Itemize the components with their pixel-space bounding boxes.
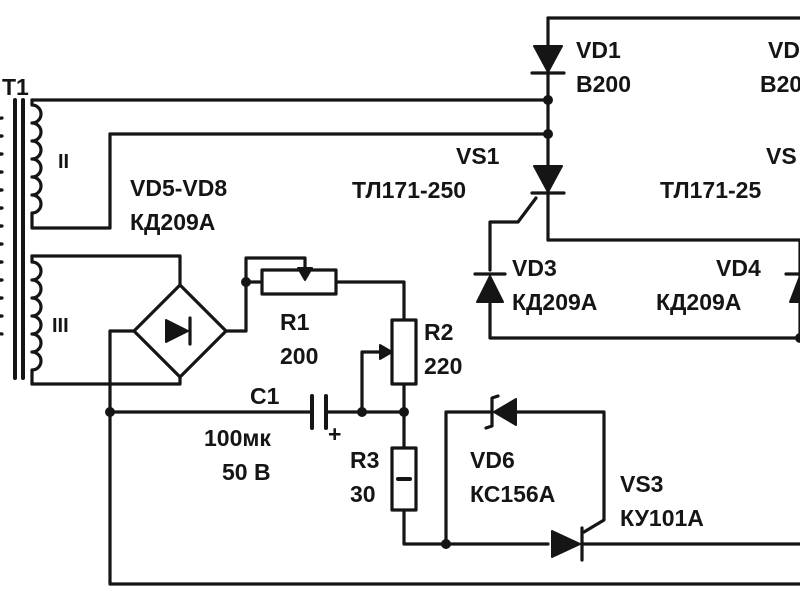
vd2-name: VD bbox=[768, 37, 800, 63]
vs2-type: ТЛ171-25 bbox=[660, 177, 761, 203]
vd2-type: В20 bbox=[760, 71, 800, 97]
bridge-name: VD5-VD8 bbox=[130, 175, 227, 201]
r2-value: 220 bbox=[424, 353, 462, 379]
diode-bridge: VD5-VD8 КД209А bbox=[130, 175, 228, 379]
r3-value: 30 bbox=[350, 481, 376, 507]
r1-value: 200 bbox=[280, 343, 318, 369]
transformer-label: T1 bbox=[2, 74, 29, 100]
resistor-r2: R2 220 bbox=[379, 318, 462, 386]
thyristor-vs1: VS1 ТЛ171-250 bbox=[352, 143, 566, 203]
vs3-name: VS3 bbox=[620, 471, 663, 497]
r3-name: R3 bbox=[350, 447, 379, 473]
vd3-name: VD3 bbox=[512, 255, 557, 281]
vd3-type: КД209А bbox=[512, 289, 597, 315]
diode-vd2: VD В20 bbox=[760, 37, 800, 97]
diode-vd4: VD4 КД209А bbox=[656, 255, 800, 315]
vs1-name: VS1 bbox=[456, 143, 500, 169]
resistor-r3: R3 30 bbox=[350, 446, 418, 512]
vd1-type: В200 bbox=[576, 71, 631, 97]
zener-vd6: VD6 КС156А bbox=[470, 394, 555, 507]
diode-vd3: VD3 КД209А bbox=[473, 255, 597, 315]
winding-ii-label: II bbox=[58, 151, 69, 173]
thyristor-vs3: VS3 КУ101А bbox=[551, 471, 704, 562]
winding-iii-label: III bbox=[52, 315, 69, 337]
r2-name: R2 bbox=[424, 319, 453, 345]
vs3-type: КУ101А bbox=[620, 505, 704, 531]
resistor-r1: R1 200 bbox=[260, 267, 338, 369]
bridge-type: КД209А bbox=[130, 209, 215, 235]
vd6-name: VD6 bbox=[470, 447, 515, 473]
c1-name: C1 bbox=[250, 383, 280, 409]
transformer-t1: T1 II III bbox=[0, 74, 112, 386]
vs2-name: VS bbox=[766, 143, 797, 169]
capacitor-c1: C1 + 100мк 50 В bbox=[204, 383, 341, 485]
vd4-name: VD4 bbox=[716, 255, 761, 281]
r1-name: R1 bbox=[280, 309, 310, 335]
thyristor-vs2: VS ТЛ171-25 bbox=[660, 143, 797, 203]
c1-voltage: 50 В bbox=[222, 459, 271, 485]
vs1-type: ТЛ171-250 bbox=[352, 177, 466, 203]
diode-vd1: VD1 В200 bbox=[530, 37, 631, 97]
c1-polarity: + bbox=[328, 421, 341, 447]
junction-dots bbox=[105, 95, 800, 549]
c1-value: 100мк bbox=[204, 425, 271, 451]
vd6-type: КС156А bbox=[470, 481, 555, 507]
vd1-name: VD1 bbox=[576, 37, 621, 63]
vd4-type: КД209А bbox=[656, 289, 741, 315]
